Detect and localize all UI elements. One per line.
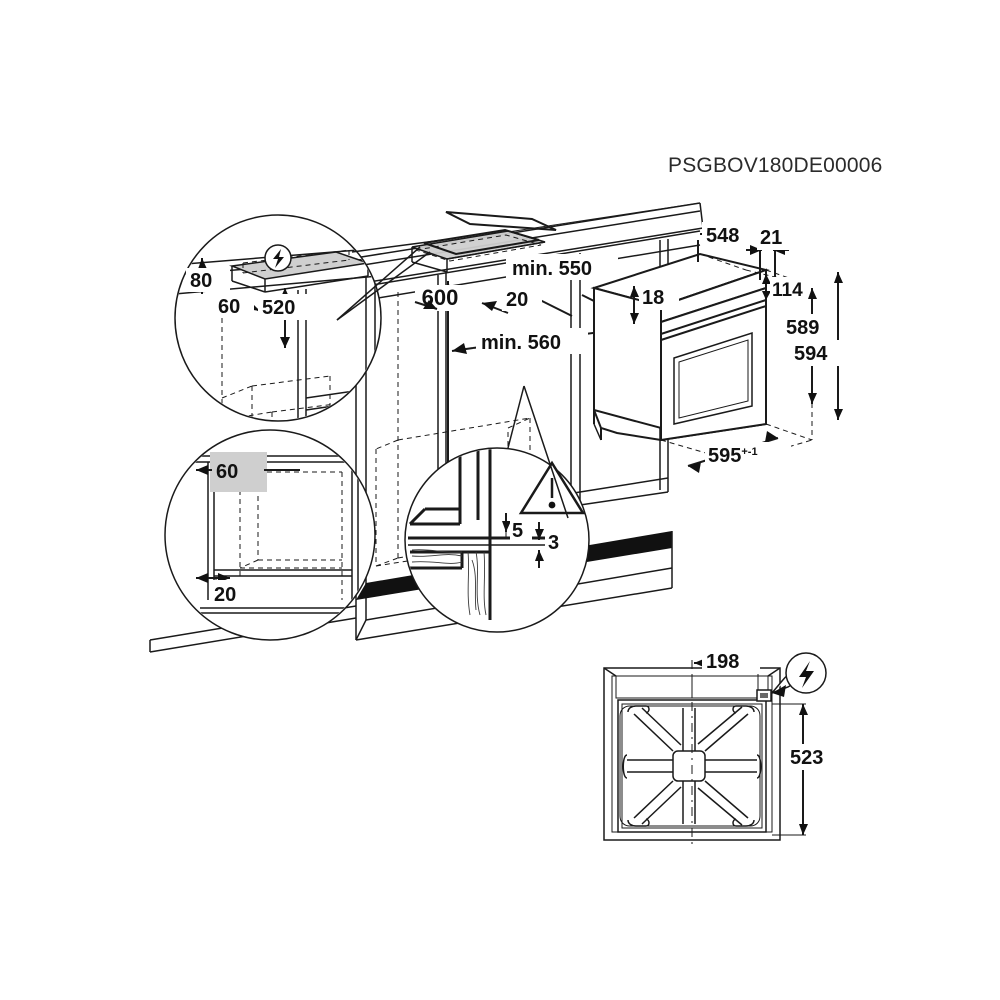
dimension-60-bottom: 60 [196,456,300,484]
dimension-min-560: min. 560 [451,324,642,354]
oven-dimensions: 548 21 18 114 [630,222,848,473]
dim-20-label: 20 [506,289,528,311]
drawing-code: PSGBOV180DE00006 [668,154,883,177]
dim-18-label: 18 [642,287,664,309]
dim-589-label: 589 [786,317,819,339]
dimension-min-550: min. 550 [506,254,641,325]
dimension-20: 20 [414,286,542,314]
dim-198-label: 198 [706,651,739,673]
dim-523-label: 523 [790,747,823,769]
dim-60-bottom-label: 60 [216,461,238,483]
dim-20-bottom-label: 20 [214,584,236,606]
dimension-3: 3 [506,522,569,568]
dimension-548: 548 [697,222,756,262]
lightning-bolt-icon [264,244,292,272]
dimension-520: 520 [258,288,314,348]
dim-114-label: 114 [772,280,803,301]
detail-circle-top-left: 80 60 520 [174,214,444,422]
dim-80-label: 80 [190,270,212,292]
dim-5-label: 5 [512,520,523,542]
detail-circle-warning: 5 3 [404,385,590,633]
dimension-594: 594 [790,272,848,420]
dimension-20-bottom: 20 [196,573,252,606]
detail-circle-bottom-left: 60 20 [164,429,376,641]
dimension-18: 18 [630,284,679,324]
dimension-60-top: 60 [214,294,261,318]
dim-548-label: 548 [706,225,739,247]
dimension-5: 5 [502,513,532,542]
warning-triangle-icon [518,460,586,515]
dimension-21: 21 [746,224,791,280]
dim-min-560-label: min. 560 [481,332,561,354]
dim-21-label: 21 [760,227,782,249]
dim-595-label: 595+-1 [708,445,758,467]
dim-min-550-label: min. 550 [512,258,592,280]
dim-594-label: 594 [794,343,828,365]
dim-520-label: 520 [262,297,295,319]
worktop-cutout [411,211,557,262]
hob-plan-view: 198 523 [603,648,844,848]
dim-60-label: 60 [218,296,240,318]
dim-3-label: 3 [548,532,559,554]
lightning-bolt-callout [771,652,827,697]
oven-view [590,252,813,463]
dimension-80: 80 [186,258,230,294]
dimension-523: 523 [772,703,844,836]
dimension-198: 198 [694,648,760,690]
dimension-595: 595+-1 [687,431,791,473]
